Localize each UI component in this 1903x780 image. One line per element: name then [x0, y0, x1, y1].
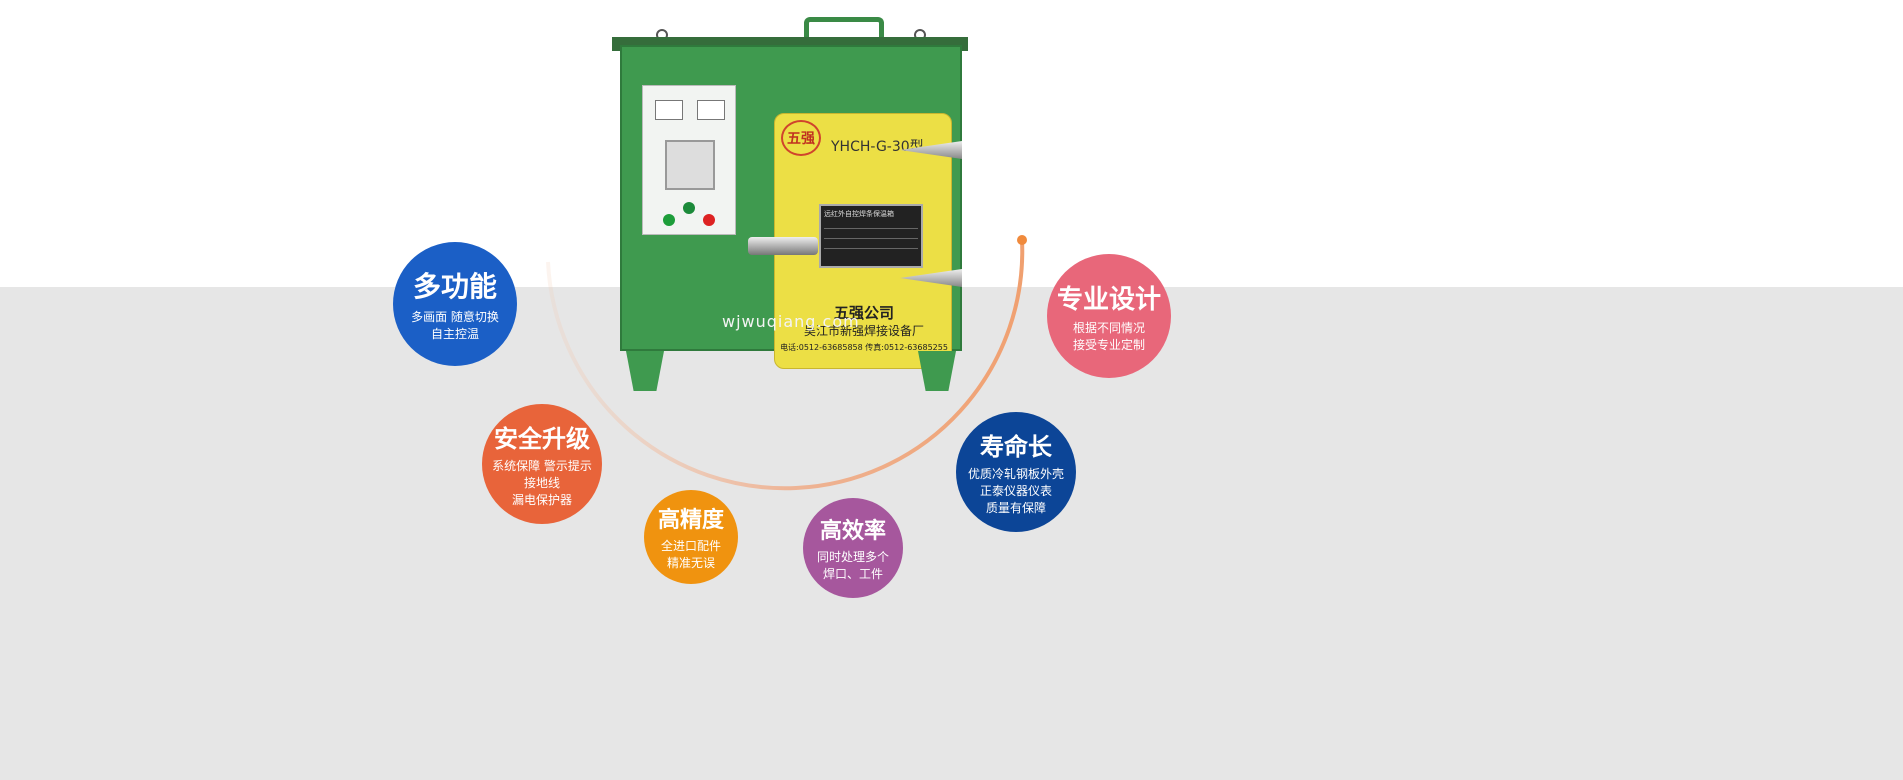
- cabinet-leg: [918, 351, 956, 391]
- green-button: [663, 214, 675, 226]
- feature-line: 接地线: [523, 476, 560, 490]
- feature-line: 漏电保护器: [511, 493, 572, 507]
- product-image-oven: 五强 YHCH-G-30型 远红外自控焊条保温箱 五强公司 吴江市新强焊接设备厂…: [612, 15, 968, 393]
- feature-line: 全进口配件: [660, 539, 721, 553]
- red-button: [703, 214, 715, 226]
- feature-line: 质量有保障: [985, 501, 1046, 515]
- feature-line: 精准无误: [666, 556, 715, 570]
- door-latch: [748, 237, 818, 255]
- feature-professional-design: 专业设计 根据不同情况 接受专业定制: [1047, 254, 1171, 378]
- feature-line: 优质冷轧钢板外壳: [967, 467, 1064, 481]
- feature-title: 高精度: [657, 507, 724, 533]
- meter-gauge: [697, 100, 725, 120]
- feature-line: 焊口、工件: [822, 567, 883, 581]
- name-plate: 远红外自控焊条保温箱: [819, 204, 923, 268]
- feature-safety: 安全升级 系统保障 警示提示 接地线 漏电保护器: [482, 404, 602, 524]
- feature-line: 根据不同情况: [1072, 320, 1145, 335]
- meter-gauge: [655, 100, 683, 120]
- feature-title: 多功能: [412, 270, 497, 303]
- feature-longevity: 寿命长 优质冷轧钢板外壳 正泰仪器仪表 质量有保障: [956, 412, 1076, 532]
- plate-title: 远红外自控焊条保温箱: [824, 210, 894, 218]
- feature-title: 高效率: [819, 518, 886, 544]
- arc-end-dot: [1017, 235, 1027, 245]
- top-handle: [804, 17, 884, 37]
- brand-logo: 五强: [781, 120, 821, 156]
- feature-precision: 高精度 全进口配件 精准无误: [644, 490, 738, 584]
- feature-multifunction: 多功能 多画面 随意切换 自主控温: [393, 242, 517, 366]
- indicator-light: [683, 202, 695, 214]
- feature-line: 系统保障 警示提示: [492, 459, 592, 473]
- feature-line: 多画面 随意切换: [411, 310, 499, 324]
- feature-line: 接受专业定制: [1072, 337, 1145, 352]
- control-panel: [642, 85, 736, 235]
- feature-title: 寿命长: [980, 432, 1052, 461]
- feature-line: 自主控温: [430, 327, 479, 341]
- feature-line: 正泰仪器仪表: [979, 484, 1052, 498]
- contact-info: 电话:0512-63685858 传真:0512-63685255: [780, 343, 948, 352]
- feature-line: 同时处理多个: [816, 550, 889, 564]
- cabinet-body: 五强 YHCH-G-30型 远红外自控焊条保温箱 五强公司 吴江市新强焊接设备厂…: [620, 45, 962, 369]
- watermark: wjwuqiang.com: [722, 312, 860, 331]
- feature-efficiency: 高效率 同时处理多个 焊口、工件: [803, 498, 903, 598]
- model-label: YHCH-G-30型: [831, 139, 924, 155]
- company-name: 五强公司: [833, 304, 894, 322]
- cabinet-leg: [626, 351, 664, 391]
- factory-name: 吴江市新强焊接设备厂: [803, 324, 924, 338]
- feature-title: 安全升级: [494, 424, 590, 453]
- display-window: [665, 140, 715, 190]
- feature-title: 专业设计: [1056, 284, 1161, 315]
